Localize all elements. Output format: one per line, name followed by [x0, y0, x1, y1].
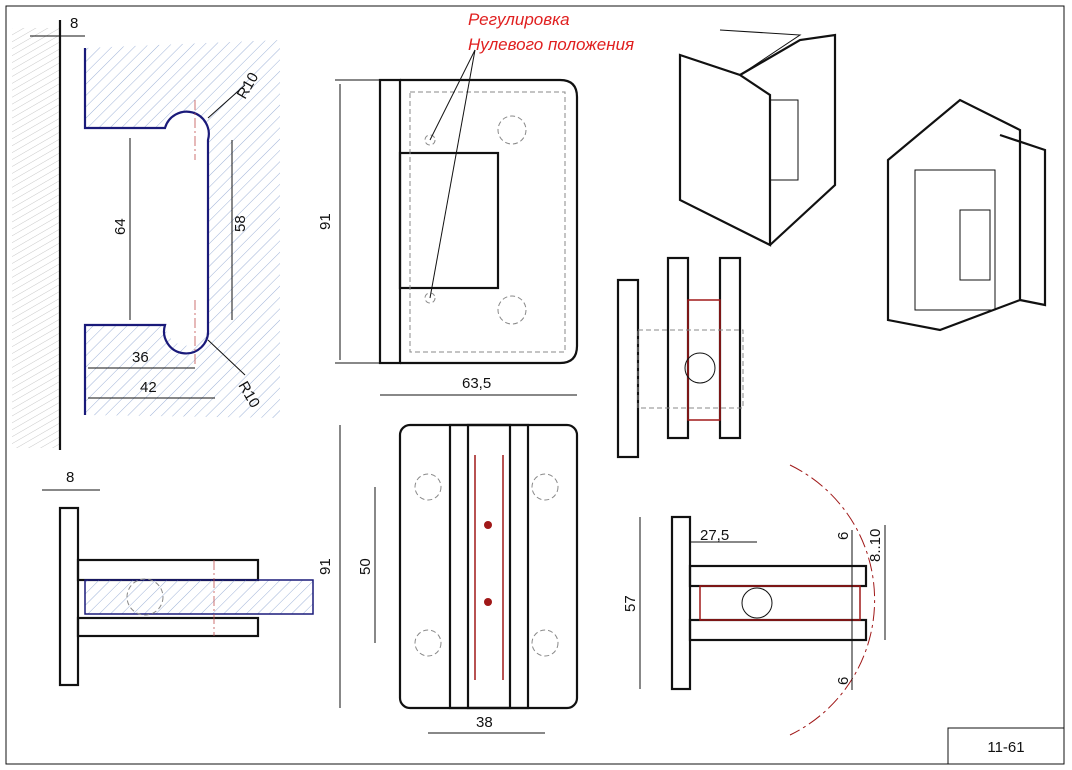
- hinge-front-view: 91 63,5 Регулировка Нулевого положения: [317, 10, 634, 396]
- hinge-top-view-with-glass: 8: [42, 469, 314, 687]
- dim-back-height: 91: [317, 558, 334, 575]
- sheet-border: [5, 5, 1065, 765]
- annotation-line2: Нулевого положения: [468, 35, 634, 54]
- dim-top-offset: 8: [66, 469, 74, 486]
- title-block: [947, 727, 1065, 765]
- dim-side-offset: 27,5: [700, 527, 729, 544]
- dim-gap-bottom: 6: [835, 677, 852, 685]
- dim-hole-spacing-h: 38: [476, 714, 493, 731]
- dim-hole-spacing-v: 50: [357, 558, 374, 575]
- hinge-side-view: [616, 256, 744, 459]
- annotation-line1: Регулировка: [468, 10, 570, 29]
- drawing-number: 11-61: [987, 739, 1024, 756]
- dim-offset: 8: [70, 15, 78, 32]
- dim-front-height: 91: [317, 213, 334, 230]
- dim-height-64: 64: [112, 218, 129, 235]
- hinge-isometric-view-2: [886, 98, 1047, 332]
- dim-glass-range: 8..10: [867, 529, 884, 562]
- hinge-rotation-view: 57 27,5 6 8..10 6: [622, 464, 886, 736]
- dim-gap-top: 6: [835, 532, 852, 540]
- hinge-back-view: 91 50 38: [317, 423, 579, 734]
- dim-front-width: 63,5: [462, 375, 491, 392]
- glass-cutout-profile: 8 R10 64 58 36 42 R10: [12, 15, 280, 450]
- hinge-isometric-view-1: [678, 29, 837, 247]
- dim-depth-42: 42: [140, 379, 157, 396]
- dim-depth-36: 36: [132, 349, 149, 366]
- dim-side-height: 57: [622, 595, 639, 612]
- dim-height-58: 58: [232, 215, 249, 232]
